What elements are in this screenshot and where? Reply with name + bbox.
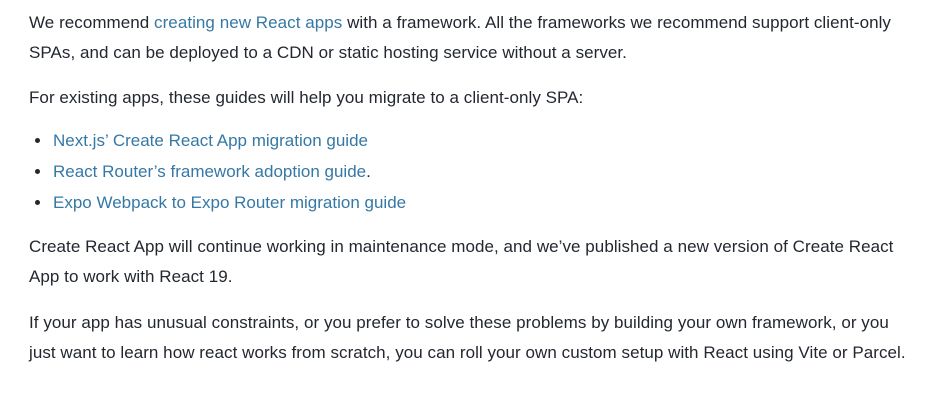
paragraph-recommend-frameworks: We recommend creating new React apps wit…	[29, 0, 920, 68]
paragraph-custom-setup: If your app has unusual constraints, or …	[29, 313, 906, 362]
bullet-icon	[35, 169, 40, 174]
list-item: Expo Webpack to Expo Router migration gu…	[29, 187, 920, 218]
spacer	[29, 292, 920, 308]
paragraph-1-text-before-link: We recommend	[29, 13, 155, 32]
spacer	[29, 113, 920, 125]
bullet-icon	[35, 200, 40, 205]
link-nextjs-create-react-app-migration-guide[interactable]: Next.js’ Create React App migration guid…	[53, 131, 368, 150]
spacer	[29, 68, 920, 83]
link-expo-webpack-to-expo-router-migration-guide[interactable]: Expo Webpack to Expo Router migration gu…	[53, 193, 407, 212]
link-creating-new-react-apps[interactable]: creating new React apps	[154, 13, 343, 32]
link-react-router-framework-adoption-guide[interactable]: React Router’s framework adoption guide	[53, 162, 367, 181]
paragraph-existing-apps: For existing apps, these guides will hel…	[29, 88, 584, 107]
spacer	[29, 218, 920, 232]
list-item-trailing-text: .	[366, 162, 371, 181]
list-item: React Router’s framework adoption guide.	[29, 156, 920, 187]
bullet-icon	[35, 138, 40, 143]
paragraph-1-text-after-link: with a framework. All the frameworks we …	[29, 13, 891, 62]
documentation-content: We recommend creating new React apps wit…	[29, 0, 920, 362]
list-item: Next.js’ Create React App migration guid…	[29, 125, 920, 156]
migration-guides-list: Next.js’ Create React App migration guid…	[29, 125, 920, 218]
paragraph-maintenance-mode: Create React App will continue working i…	[29, 237, 894, 286]
